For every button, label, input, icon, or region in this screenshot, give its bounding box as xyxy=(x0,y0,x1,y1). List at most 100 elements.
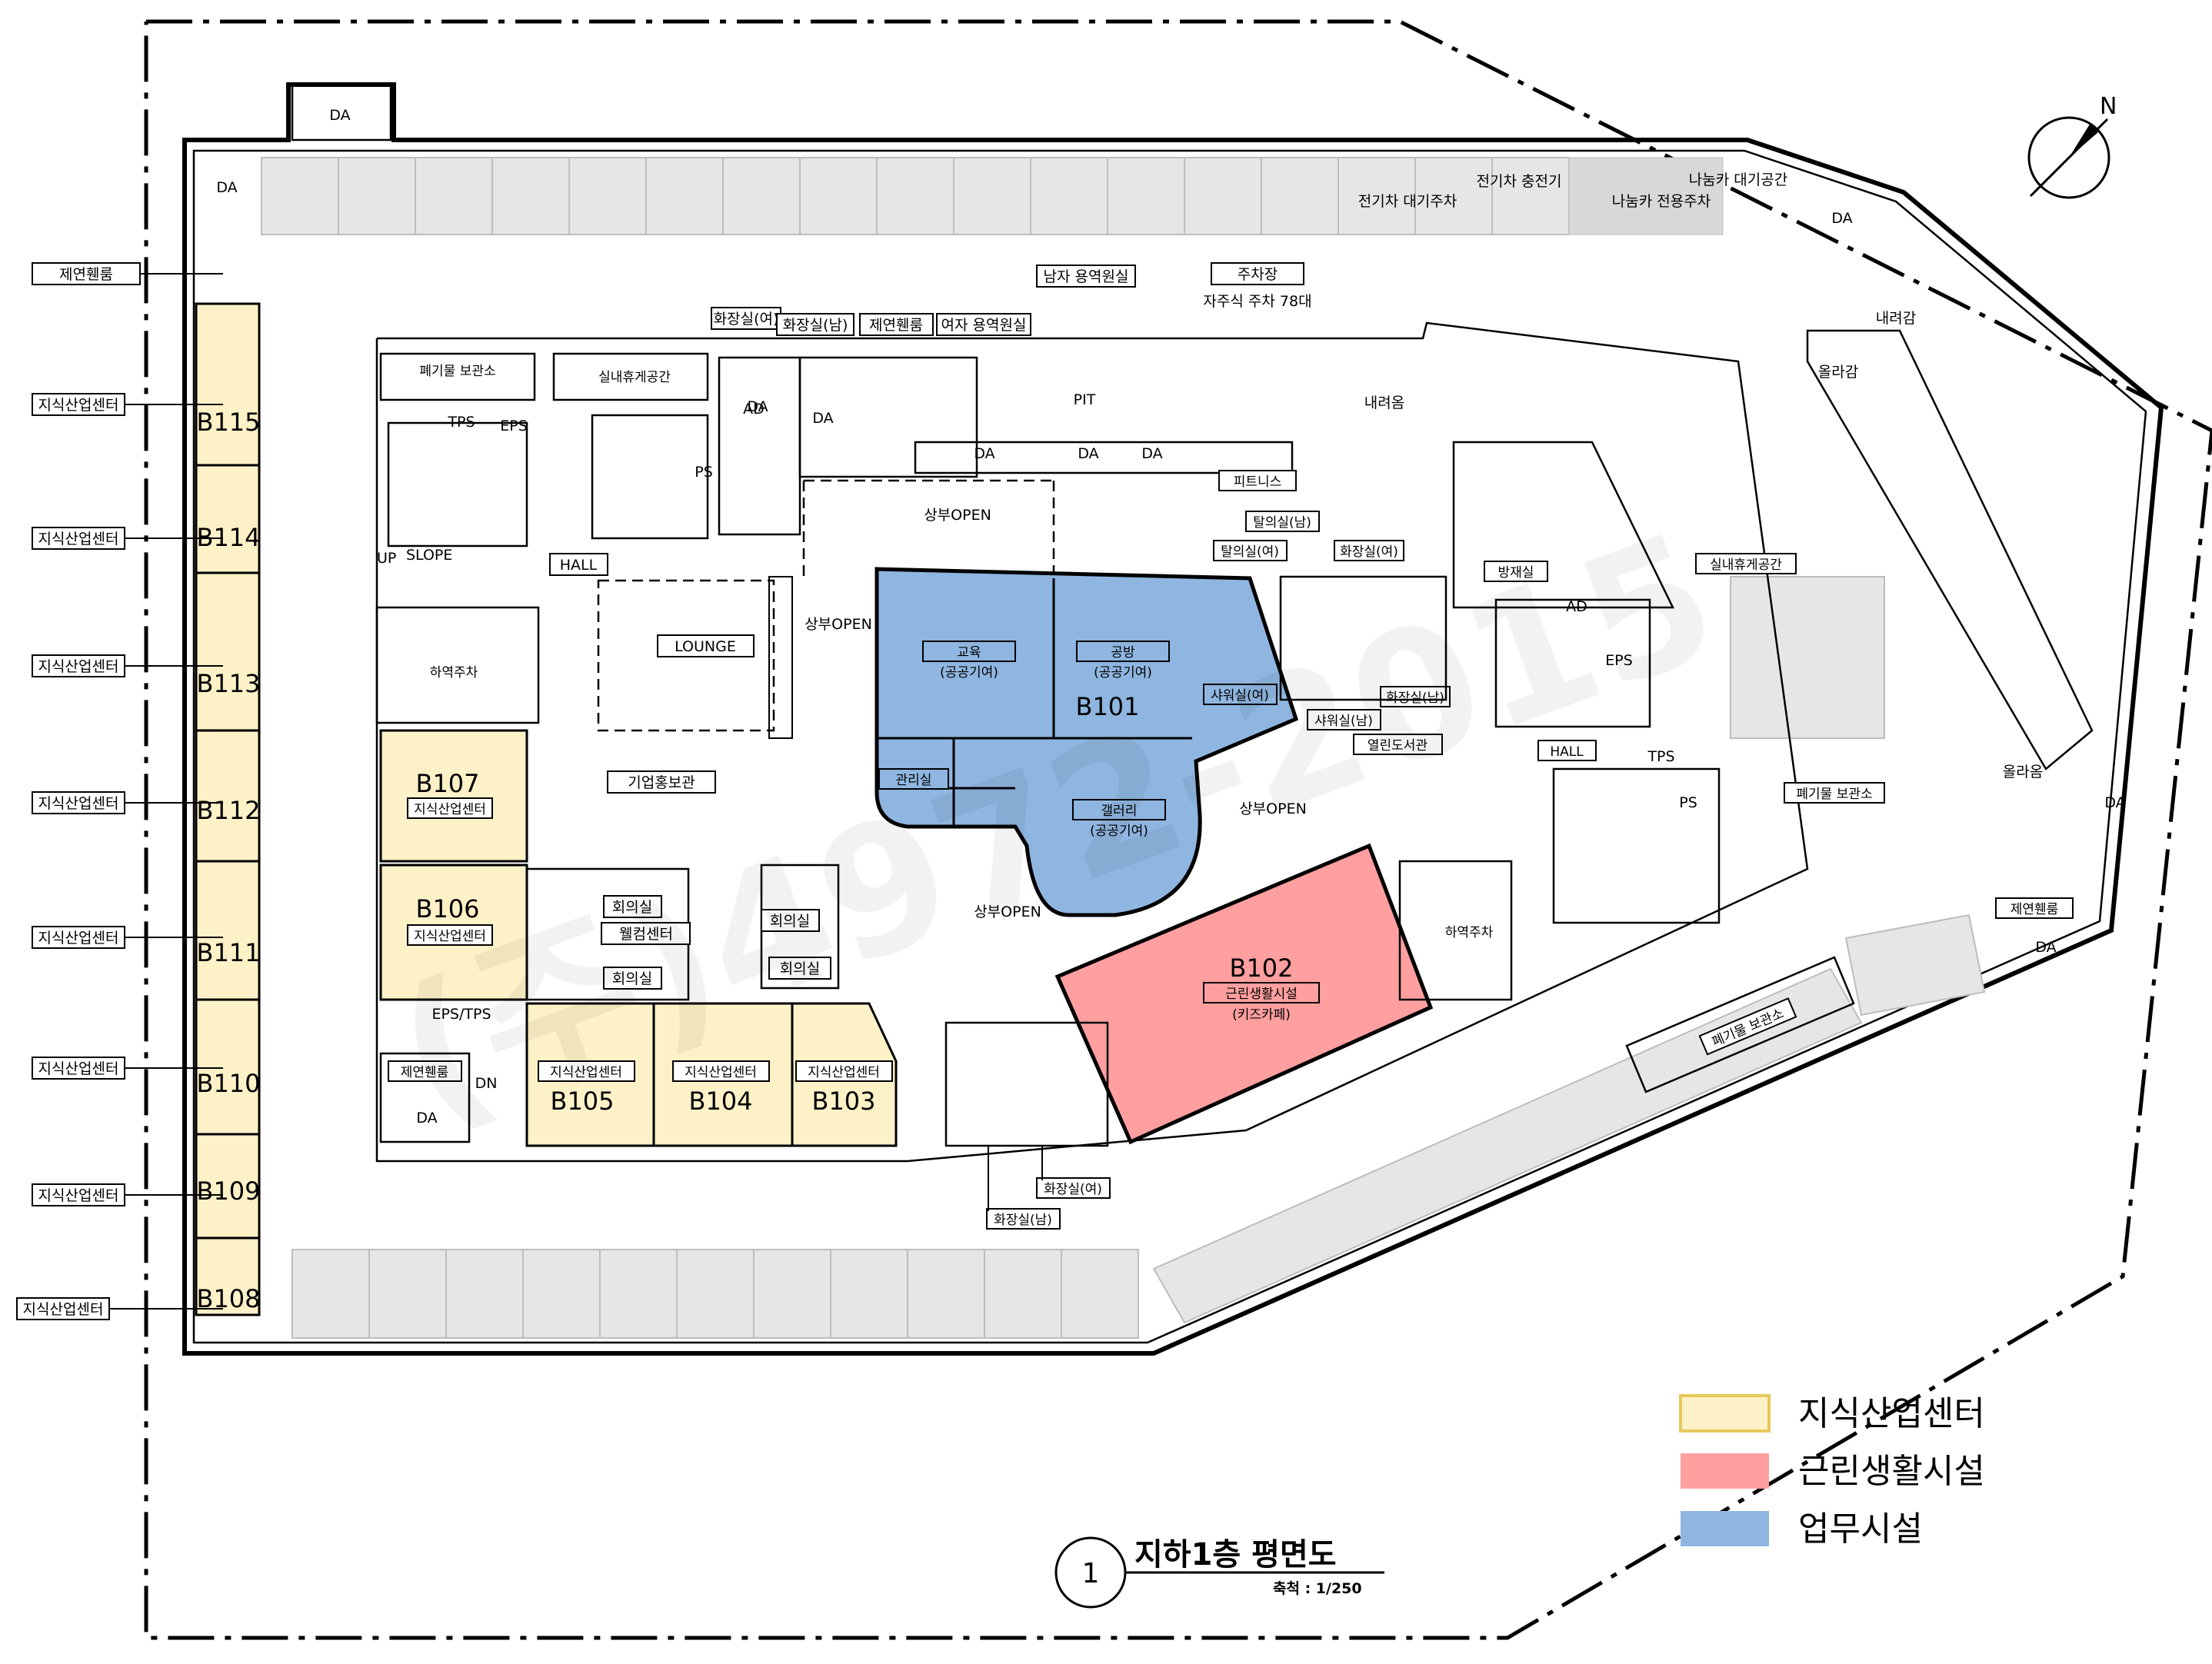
meeting-room-2: 회의실 xyxy=(612,970,652,987)
ad-right: AD xyxy=(1566,598,1587,615)
da-box-top xyxy=(291,83,392,141)
tps-label: TPS xyxy=(447,414,475,431)
locker-male: 탈의실(남) xyxy=(1253,515,1311,531)
open-mid-label: 상부OPEN xyxy=(1239,800,1307,817)
eps-right: EPS xyxy=(1605,652,1633,669)
toilet-female-mid: 화장실(여) xyxy=(1340,544,1398,560)
central-lobby: HALL LOUNGE 기업홍보관 상부OPEN 상부OPEN 상부OPEN 상… xyxy=(549,479,1307,920)
ps-right: PS xyxy=(1679,794,1697,811)
loading-parking-right: 하역주차 xyxy=(1445,925,1494,940)
ad-label: AD xyxy=(743,401,765,418)
unit-b107-id: B107 xyxy=(415,769,479,798)
open-left-label: 상부OPEN xyxy=(805,616,872,633)
disaster-control-room: 방재실 xyxy=(1498,565,1534,581)
da-label-core2: DA xyxy=(812,410,833,427)
unit-id-b115: B115 xyxy=(196,408,260,437)
legend-swatch-office xyxy=(1681,1511,1769,1546)
left-unit-strip xyxy=(195,302,261,1316)
da-top-left: DA xyxy=(216,179,237,196)
share-car-spot: 나눔카 전용주차 xyxy=(1612,193,1711,210)
smoke-fan-top: 제연휀룸 xyxy=(869,317,923,334)
loading-parking-left: 하역주차 xyxy=(430,665,478,681)
open-library: 열린도서관 xyxy=(1368,738,1427,754)
toilet-male-mid: 화장실(남) xyxy=(1386,691,1444,706)
building-outline xyxy=(182,82,2164,1356)
eps-tps-label: EPS/TPS xyxy=(431,1006,491,1023)
smoke-fan-bottom-left: 제연휀룸 xyxy=(401,1065,449,1080)
da-top-right: DA xyxy=(1831,210,1852,227)
up-label: UP xyxy=(377,550,396,567)
b101-id: B101 xyxy=(1075,692,1139,721)
slope-label: SLOPE xyxy=(406,547,452,564)
eps-label: EPS xyxy=(500,418,528,434)
unit-b105-id: B105 xyxy=(550,1087,614,1116)
north-label: N xyxy=(2100,93,2117,120)
ev-area: 전기차 충전기 전기차 대기주차 나눔카 대기공간 나눔카 전용주차 xyxy=(1358,171,1787,210)
down-ramp-label: 내려감 xyxy=(1876,310,1916,327)
smoke-fan-right: 제연휀룸 xyxy=(2010,902,2059,917)
b101-room-management: 관리실 xyxy=(896,773,932,788)
callout-b111: 지식산업센터 xyxy=(38,930,119,947)
b102-id: B102 xyxy=(1229,953,1293,983)
b101-room-workshop-sub: (공공기여) xyxy=(1094,665,1152,681)
down-label: 내려옴 xyxy=(1364,394,1404,411)
meeting-room-4: 회의실 xyxy=(780,960,820,977)
callout-b115: 지식산업센터 xyxy=(38,397,119,414)
fitness-area: 피트니스 탈의실(남) 탈의실(여) 화장실(여) 화장실(남) 샤워실(남) … xyxy=(1213,470,1451,755)
welcome-center: 웰컴센터 xyxy=(619,926,673,943)
unit-b101: 교육 (공공기여) 공방 (공공기여) B101 갤러리 (공공기여) 관리실 … xyxy=(874,567,1299,917)
parking-row-top xyxy=(261,157,1724,235)
da-label-left-core: DA xyxy=(747,398,768,415)
callout-b114: 지식산업센터 xyxy=(38,531,119,547)
female-cleaning-room: 여자 용역원실 xyxy=(941,317,1027,334)
share-car-space: 나눔카 대기공간 xyxy=(1689,171,1787,188)
left-service-core: 폐기물 보관소 실내휴게공간 TPS EPS PS DA AD DA UP SL… xyxy=(375,352,1294,724)
up-ramp-label: 올라감 xyxy=(1818,364,1858,381)
unit-b103-id: B103 xyxy=(811,1087,875,1116)
da-right: DA xyxy=(2104,794,2125,811)
callout-smoke-fan: 제연휀룸 xyxy=(59,266,113,283)
open-bottom-label: 상부OPEN xyxy=(974,904,1041,920)
da-label-bl: DA xyxy=(416,1110,437,1127)
unit-id-b112: B112 xyxy=(196,796,260,825)
lounge-label: LOUNGE xyxy=(675,638,736,655)
up-ramp-bottom-label: 올라옴 xyxy=(2003,764,2043,780)
ev-charger-label: 전기차 충전기 xyxy=(1477,173,1562,190)
callout-b110: 지식산업센터 xyxy=(38,1060,119,1077)
parking-row-bottom xyxy=(291,576,1986,1339)
da-right-bottom: DA xyxy=(2035,939,2056,956)
callout-b109: 지식산업센터 xyxy=(38,1187,119,1204)
top-toilets: 화장실(여) 화장실(남) 제연휀룸 여자 용역원실 남자 용역원실 주차장 자… xyxy=(711,262,1404,462)
dn-label: DN xyxy=(475,1075,498,1092)
legend-label-retail: 근린생활시설 xyxy=(1798,1452,1985,1491)
plan-scale: 축척 : 1/250 xyxy=(1273,1580,1362,1597)
north-arrow-icon: N xyxy=(2027,93,2117,199)
legend-swatch-knowledge xyxy=(1679,1394,1771,1433)
unit-b106-id: B106 xyxy=(415,894,479,924)
unit-b104-id: B104 xyxy=(688,1087,752,1116)
callout-b108: 지식산업센터 xyxy=(23,1301,104,1318)
toilet-female-bottom: 화장실(여) xyxy=(1044,1182,1102,1197)
open-top-label: 상부OPEN xyxy=(924,507,991,524)
b101-room-gallery-sub: (공공기여) xyxy=(1090,824,1148,839)
tps-right: TPS xyxy=(1647,748,1674,765)
b101-room-shower-f: 샤워실(여) xyxy=(1211,688,1269,704)
unit-b102: B102 근린생활시설 (키즈카페) xyxy=(1054,843,1434,1145)
b102-use: 근린생활시설 xyxy=(1225,987,1298,1002)
unit-id-b109: B109 xyxy=(196,1176,260,1206)
b101-room-workshop: 공방 xyxy=(1111,645,1135,661)
loading-right: 하역주차 폐기물 보관소 xyxy=(1398,860,1855,1093)
locker-female: 탈의실(여) xyxy=(1221,544,1279,560)
da-label-2: DA xyxy=(974,445,994,462)
toilet-female-top: 화장실(여) xyxy=(714,311,779,328)
ev-parking-label: 전기차 대기주차 xyxy=(1358,193,1457,210)
unit-b103-use: 지식산업센터 xyxy=(808,1065,880,1080)
title-block: 1 지하1층 평면도 축척 : 1/250 xyxy=(1054,1536,1384,1609)
shower-male: 샤워실(남) xyxy=(1314,714,1373,729)
male-cleaning-room: 남자 용역원실 xyxy=(1044,268,1129,285)
bottom-left-service: 제연휀룸 DA EPS/TPS DN xyxy=(379,1006,498,1143)
promo-hall-label: 기업홍보관 xyxy=(628,774,695,791)
b101-room-education: 교육 xyxy=(957,645,981,661)
left-unit-ids: B115 B114 B113 B112 B111 B110 B109 B108 xyxy=(196,408,260,1313)
